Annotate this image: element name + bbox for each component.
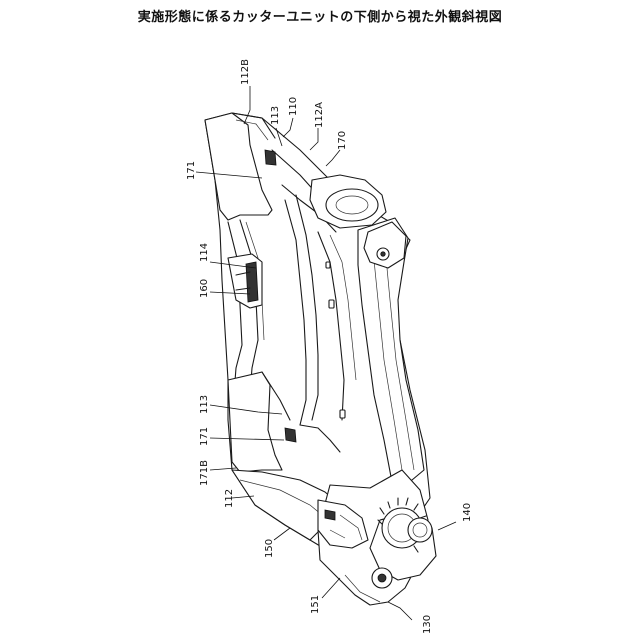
label-150: 150 <box>264 539 275 558</box>
label-112B: 112B <box>240 59 251 85</box>
label-130: 130 <box>422 615 433 634</box>
label-110: 110 <box>288 97 299 116</box>
label-151: 151 <box>310 595 321 614</box>
label-112A: 112A <box>314 102 325 128</box>
label-113-top: 113 <box>270 106 281 125</box>
label-112: 112 <box>224 489 235 508</box>
label-171-top: 171 <box>186 161 197 180</box>
label-160: 160 <box>199 279 210 298</box>
label-113-bottom: 113 <box>199 395 210 414</box>
label-114: 114 <box>199 243 210 262</box>
label-171-bottom: 171 <box>199 427 210 446</box>
label-140: 140 <box>462 503 473 522</box>
label-171B: 171B <box>199 460 210 486</box>
label-170: 170 <box>337 131 348 150</box>
